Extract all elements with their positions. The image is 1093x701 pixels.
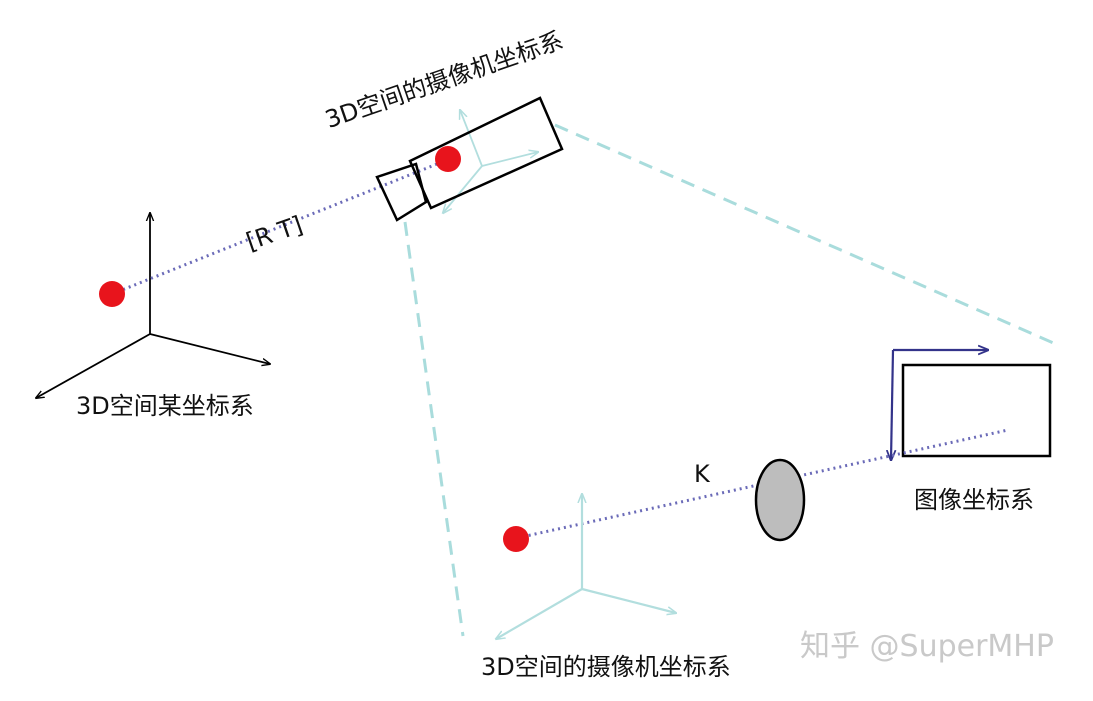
camera-axes-top — [443, 110, 538, 213]
frustum-line-left — [403, 221, 465, 637]
image-axes — [891, 350, 988, 460]
world-point — [99, 281, 125, 307]
rt-dotted-line — [111, 158, 448, 296]
image-plane — [901, 363, 1052, 458]
camera-icon — [375, 96, 564, 222]
camera-center-point — [435, 146, 461, 172]
lens-ellipse — [754, 458, 806, 542]
world-coord-label: 3D空间某坐标系 — [76, 392, 254, 420]
image-coord-label: 图像坐标系 — [914, 486, 1034, 514]
k-label: K — [694, 460, 710, 488]
world-axes — [36, 213, 270, 398]
camera-coord-label-bottom: 3D空间的摄像机坐标系 — [481, 653, 731, 681]
watermark: 知乎 @SuperMHP — [800, 629, 1054, 664]
camera-point-bottom — [503, 526, 529, 552]
frustum-line-top — [554, 123, 1059, 347]
camera-axes-bottom — [496, 494, 676, 639]
